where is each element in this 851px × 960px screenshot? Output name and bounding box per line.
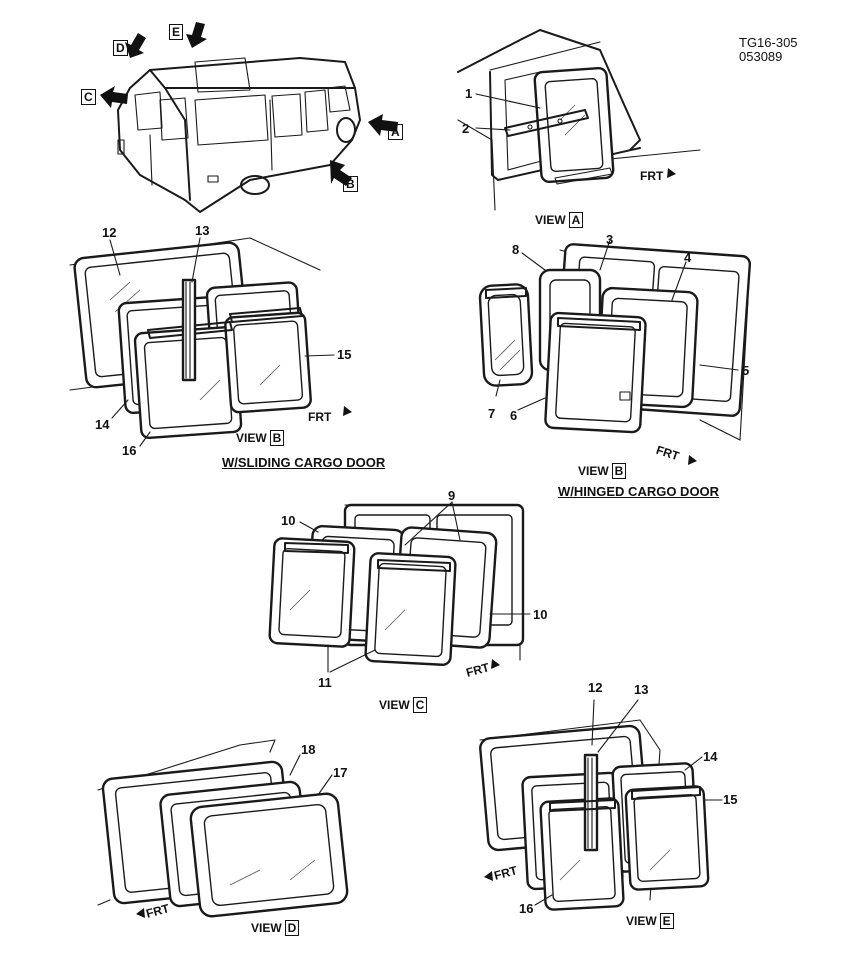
arrow-e [186,22,207,48]
arrow-d [125,33,146,58]
callout-a-2: 2 [462,121,470,136]
callout-e-16: 16 [519,901,534,916]
figure-date: 053089 [739,49,783,64]
callout-e-13: 13 [634,682,649,697]
callout-bh-3: 3 [606,232,614,247]
view-arrows [100,22,398,186]
callout-bs-12: 12 [102,225,117,240]
callout-bs-15: 15 [337,347,352,362]
callout-c-11: 11 [318,675,332,690]
arrow-c [100,86,128,108]
callout-bh-7: 7 [488,406,496,421]
view-a-drawing [457,29,701,211]
callout-e-15: 15 [723,792,738,807]
frt-arrows [136,168,697,918]
callout-d-17: 17 [333,765,348,780]
callout-bs-14: 14 [95,417,110,432]
figure-id: TG16-305 [739,35,798,50]
view-d-drawing [97,739,349,918]
callout-c-9: 9 [448,488,456,503]
caption-sliding: W/SLIDING CARGO DOOR [222,455,386,470]
callout-e-12: 12 [588,680,603,695]
callout-bs-16: 16 [122,443,137,458]
caption-hinged: W/HINGED CARGO DOOR [558,484,720,499]
van-letter-a: A [385,124,403,140]
callout-e-14: 14 [703,749,718,764]
callout-c-10b: 10 [533,607,548,622]
callout-bh-6: 6 [510,408,518,423]
van-letter-e: E [166,24,184,40]
callout-c-10a: 10 [281,513,296,528]
callout-bh-5: 5 [742,363,750,378]
view-b-hinged-drawing [478,239,752,441]
callout-d-18: 18 [301,742,316,757]
van-letter-c: C [78,89,96,105]
callout-bs-13: 13 [195,223,210,238]
view-c-drawing [268,501,531,673]
van-letter-b: B [340,176,358,192]
arrow-a [368,114,398,136]
arrow-b [330,160,352,186]
callout-bh-8: 8 [512,242,520,257]
frt-label-a: FRT [640,169,664,183]
callout-a-1: 1 [465,86,473,101]
frt-label-bs: FRT [308,410,332,424]
view-b-sliding-drawing [69,237,335,447]
van-illustration [117,57,361,213]
view-e-drawing [479,699,723,911]
van-letter-d: D [110,40,128,56]
callout-bh-4: 4 [684,250,692,265]
